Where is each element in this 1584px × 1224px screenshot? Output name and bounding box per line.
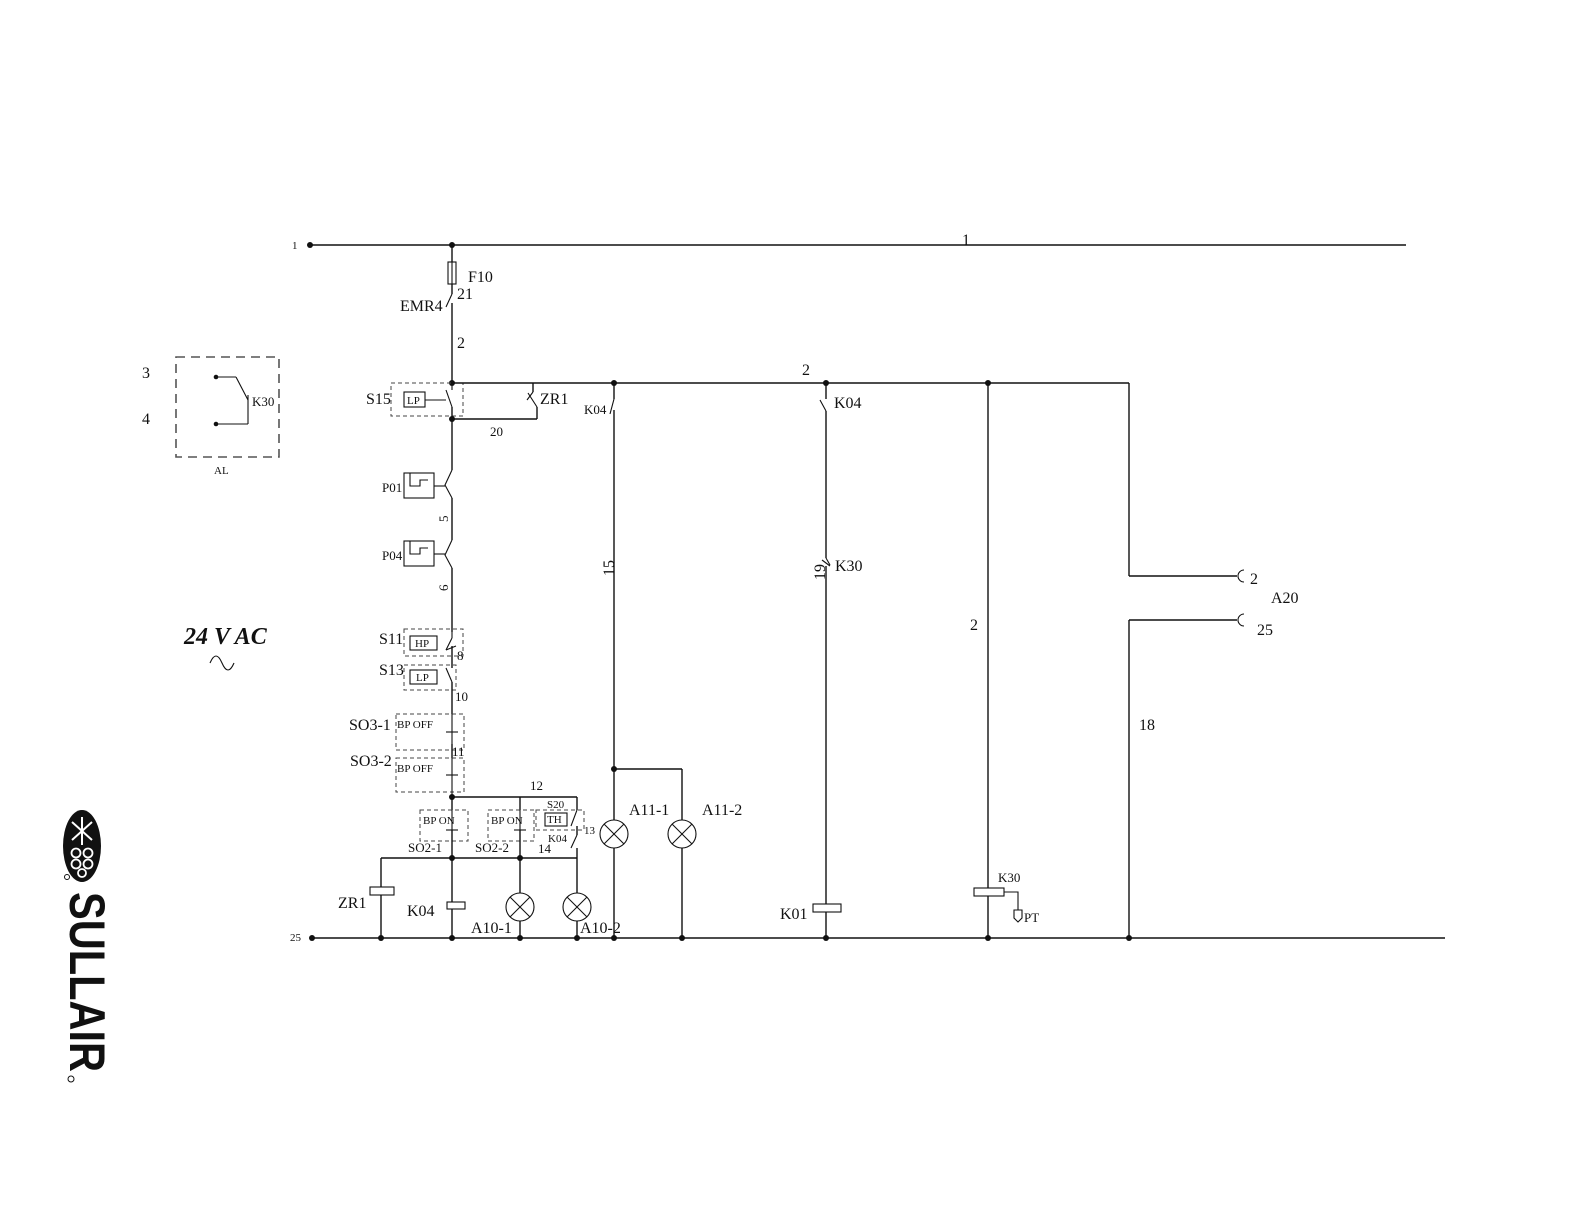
wire-13-label: 13 — [584, 825, 596, 837]
distribution-line: 2 — [611, 362, 1129, 386]
a10-1-label: A10-1 — [471, 920, 512, 937]
wire-2-top-label: 2 — [802, 362, 810, 379]
main-branch: F10 21 EMR4 2 LP S15 ZR1 20 P01 — [349, 245, 618, 800]
lamp-a10-1-icon — [506, 893, 534, 921]
wire-11-label: 11 — [452, 744, 465, 759]
pt-label: PT — [1024, 910, 1039, 925]
k04-contact-a-label: K04 — [584, 402, 607, 417]
a11-1-label: A11-1 — [629, 802, 669, 819]
lamp-a11-1-icon — [600, 820, 628, 848]
supply-terminal-label: 1 — [292, 240, 298, 252]
a20-branch: 2 A20 25 18 — [1129, 383, 1299, 938]
return-rail: 25 — [290, 932, 1445, 944]
k01-branch: K04 K30 19 K01 — [780, 383, 863, 938]
voltage-indicator: 24 V AC — [183, 624, 268, 670]
emr4-label: EMR4 — [400, 298, 443, 315]
alarm-pin4-label: 4 — [142, 411, 150, 428]
wire-18-label: 18 — [1139, 717, 1155, 734]
k30-coil-label: K30 — [998, 870, 1020, 885]
alarm-k30-label: K30 — [252, 394, 274, 409]
p01-label: P01 — [382, 480, 402, 495]
so2-2-label: SO2-2 — [475, 840, 509, 855]
so2-1-label: SO2-1 — [408, 840, 442, 855]
ac-sine-icon — [210, 656, 234, 670]
lamp-a11-2-icon — [668, 820, 696, 848]
zr1-coil-label: ZR1 — [338, 895, 366, 912]
s13-tag: LP — [416, 672, 429, 684]
k30-contact-label: K30 — [835, 558, 863, 575]
s20-tag: TH — [547, 814, 562, 826]
brand-name: SULLAIR — [59, 892, 115, 1072]
alarm-block: 3 4 K30 AL — [142, 357, 279, 477]
s11-tag: HP — [415, 638, 429, 650]
k04-coil-label: K04 — [407, 903, 435, 920]
s13-label: S13 — [379, 662, 404, 679]
wire-2-right-label: 2 — [970, 617, 978, 634]
supply-line-label: 1 — [962, 232, 970, 249]
pt-sensor-icon — [1014, 910, 1022, 922]
alarm-pin3-label: 3 — [142, 365, 150, 382]
lamp-a10-2-icon — [563, 893, 591, 921]
p04-label: P04 — [382, 548, 403, 563]
a20-pin25-label: 25 — [1257, 622, 1273, 639]
s15-label: S15 — [366, 391, 391, 408]
so3-1-tag: BP OFF — [397, 719, 433, 731]
sullair-snowflake-logo-icon — [63, 810, 101, 882]
so3-2-tag: BP OFF — [397, 763, 433, 775]
wire-15-label: 15 — [601, 560, 618, 576]
wire-5-label: 5 — [436, 516, 451, 523]
supply-rail: 1 1 — [292, 232, 1406, 252]
bypass-on-section: BP ON SO2-1 BP ON SO2-2 14 TH S20 13 K04 — [338, 797, 621, 938]
a11-branch: K04 15 A11-1 A11-2 — [584, 383, 742, 938]
wire-6-label: 6 — [436, 584, 451, 591]
a10-2-label: A10-2 — [580, 920, 621, 937]
wire-10-label: 10 — [455, 689, 468, 704]
f10-label: F10 — [468, 269, 493, 286]
k30-branch: 2 K30 PT — [970, 383, 1039, 938]
k04-contact-b-label: K04 — [834, 395, 862, 412]
alarm-block-label: AL — [214, 465, 229, 477]
wire-20-label: 20 — [490, 424, 503, 439]
zr1-contact-label: ZR1 — [540, 391, 568, 408]
so3-1-label: SO3-1 — [349, 717, 391, 734]
s11-label: S11 — [379, 631, 403, 648]
wire-8-label: 8 — [457, 648, 464, 663]
wire-2-label: 2 — [457, 335, 465, 352]
k04-aux-label: K04 — [548, 833, 567, 845]
wire-21-label: 21 — [457, 286, 473, 303]
a20-pin2-label: 2 — [1250, 571, 1258, 588]
a11-2-label: A11-2 — [702, 802, 742, 819]
k01-coil-label: K01 — [780, 906, 808, 923]
voltage-label: 24 V AC — [183, 624, 268, 650]
so2-2-tag: BP ON — [491, 815, 523, 827]
return-terminal-label: 25 — [290, 932, 302, 944]
so3-2-label: SO3-2 — [350, 753, 392, 770]
wire-12-label: 12 — [530, 778, 543, 793]
s20-label: S20 — [547, 799, 565, 811]
brand-logo: SULLAIR — [59, 810, 115, 1082]
a20-label: A20 — [1271, 590, 1299, 607]
s15-tag: LP — [407, 395, 420, 407]
so2-1-tag: BP ON — [423, 815, 455, 827]
